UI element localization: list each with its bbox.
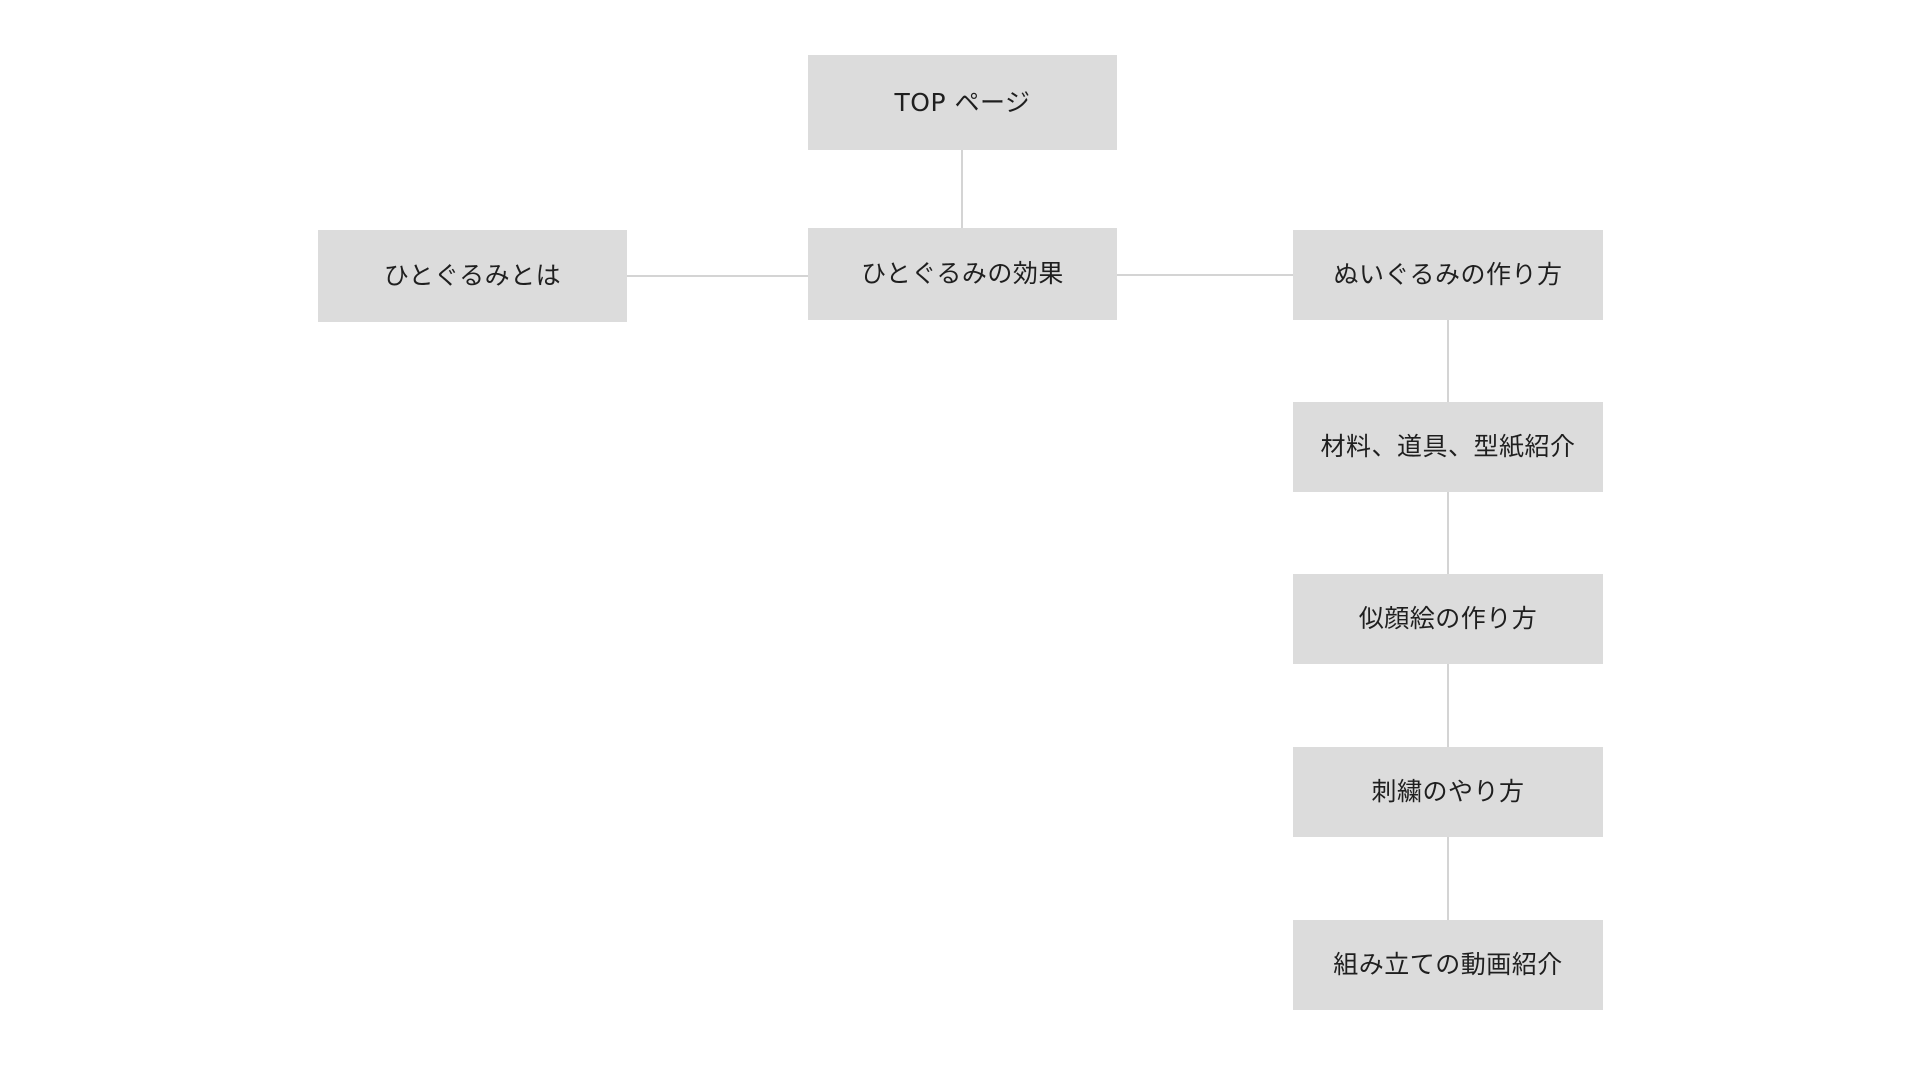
node-zairyou-dougu-katagami[interactable]: 材料、道具、型紙紹介 xyxy=(1293,402,1603,492)
node-label-top-page: TOP ページ xyxy=(894,87,1031,117)
node-hitogurumi-no-kouka[interactable]: ひとぐるみの効果 xyxy=(808,228,1117,320)
node-hitogurumi-toha[interactable]: ひとぐるみとは xyxy=(318,230,627,322)
node-label-nigaoe-no-tsukurikata: 似顔絵の作り方 xyxy=(1358,604,1538,633)
connector-top-page-to-hitogurumi-no-kouka xyxy=(961,150,963,228)
connector-nuigurumi-to-zairyou xyxy=(1447,320,1449,402)
node-label-hitogurumi-toha: ひとぐるみとは xyxy=(383,261,562,290)
node-label-zairyou-dougu-katagami: 材料、道具、型紙紹介 xyxy=(1320,432,1576,461)
node-nuigurumi-no-tsukurikata[interactable]: ぬいぐるみの作り方 xyxy=(1293,230,1603,320)
node-label-shishuu-no-yarikata: 刺繍のやり方 xyxy=(1371,777,1525,806)
node-label-kumitate-no-douga: 組み立ての動画紹介 xyxy=(1333,950,1563,979)
node-shishuu-no-yarikata[interactable]: 刺繍のやり方 xyxy=(1293,747,1603,837)
node-top-page[interactable]: TOP ページ xyxy=(808,55,1117,150)
connector-zairyou-to-nigaoe xyxy=(1447,492,1449,574)
connector-hitogurumi-toha-to-hitogurumi-no-kouka xyxy=(627,275,808,277)
node-nigaoe-no-tsukurikata[interactable]: 似顔絵の作り方 xyxy=(1293,574,1603,664)
node-label-hitogurumi-no-kouka: ひとぐるみの効果 xyxy=(861,259,1064,288)
connector-shishuu-to-kumitate xyxy=(1447,837,1449,920)
node-kumitate-no-douga[interactable]: 組み立ての動画紹介 xyxy=(1293,920,1603,1010)
connector-hitogurumi-no-kouka-to-nuigurumi-no-tsukurikata xyxy=(1117,274,1293,276)
connector-nigaoe-to-shishuu xyxy=(1447,664,1449,747)
node-label-nuigurumi-no-tsukurikata: ぬいぐるみの作り方 xyxy=(1333,260,1563,289)
